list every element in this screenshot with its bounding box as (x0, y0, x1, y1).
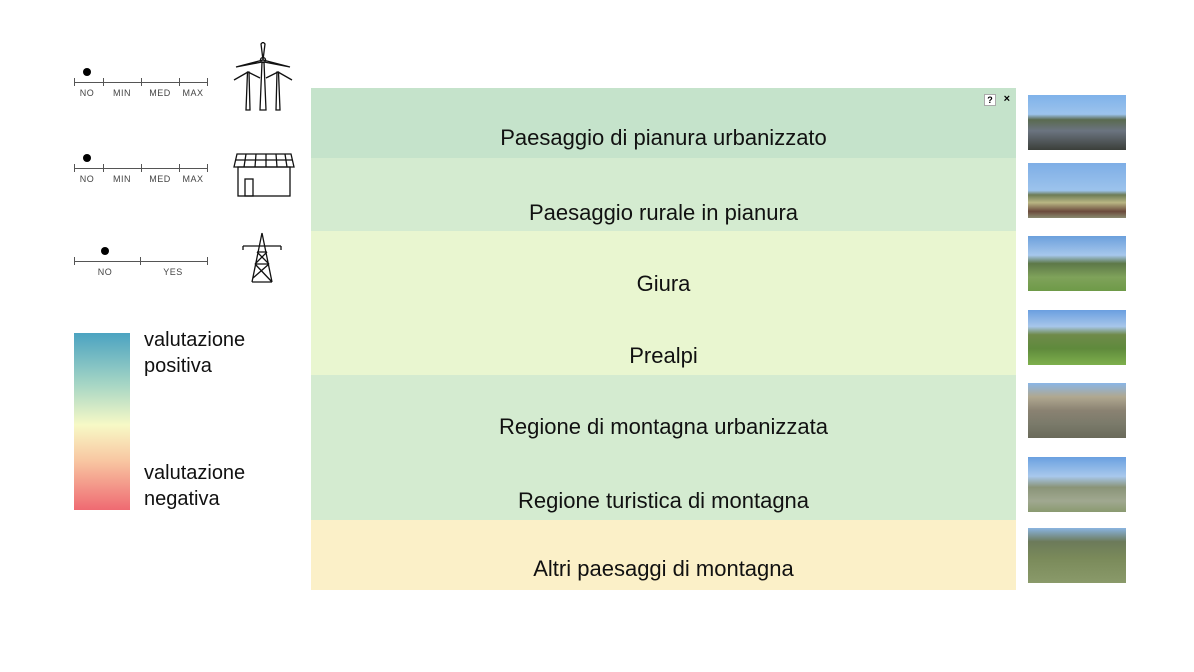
solar-slider[interactable]: NO MIN MED MAX (74, 154, 208, 184)
landscape-photo (1028, 310, 1126, 365)
tick (141, 164, 142, 172)
tick (74, 257, 75, 265)
tick (207, 164, 208, 172)
row-band (311, 231, 1016, 375)
color-scale-legend (74, 333, 130, 510)
tick (103, 164, 104, 172)
power-line-slider[interactable]: NO YES (74, 247, 208, 277)
wind-turbine-icon (233, 42, 293, 111)
landscape-photo (1028, 95, 1126, 150)
tick (141, 78, 142, 86)
landscape-row[interactable]: Paesaggio di pianura urbanizzato (500, 125, 827, 150)
row-band (311, 520, 1016, 590)
landscape-panel: Paesaggio di pianura urbanizzato Paesagg… (311, 88, 1016, 590)
slider-handle[interactable] (101, 247, 109, 255)
tick (103, 78, 104, 86)
row-band (311, 158, 1016, 231)
slider-label: MED (149, 88, 171, 98)
row-band (311, 88, 1016, 158)
landscape-photo (1028, 383, 1126, 438)
landscape-row[interactable]: Regione turistica di montagna (517, 488, 810, 513)
tick (207, 78, 208, 86)
legend-positive-label: valutazione positiva (144, 329, 246, 377)
slider-label: YES (163, 267, 183, 277)
slider-label: MED (149, 174, 171, 184)
slider-handle[interactable] (83, 154, 91, 162)
wind-slider[interactable]: NO MIN MED MAX (74, 68, 208, 98)
tick (207, 257, 208, 265)
slider-label: NO (79, 174, 95, 184)
tick (74, 78, 75, 86)
tick (179, 164, 180, 172)
solar-house-icon (233, 153, 295, 197)
power-pylon-icon (242, 232, 282, 283)
slider-track (74, 261, 208, 262)
row-band (311, 375, 1016, 520)
landscape-row[interactable]: Paesaggio rurale in pianura (528, 200, 799, 225)
tick (74, 164, 75, 172)
slider-label: NO (97, 267, 113, 277)
landscape-photo (1028, 457, 1126, 512)
legend-negative-label: valutazione negativa (144, 462, 246, 510)
close-button[interactable]: × (1003, 93, 1010, 105)
landscape-row[interactable]: Prealpi (629, 343, 698, 368)
slider-label: MIN (113, 88, 131, 98)
slider-handle[interactable] (83, 68, 91, 76)
landscape-row[interactable]: Regione di montagna urbanizzata (498, 414, 828, 439)
slider-label: MIN (113, 174, 131, 184)
landscape-row[interactable]: Altri paesaggi di montagna (533, 556, 794, 581)
tick (179, 78, 180, 86)
help-button[interactable]: ? (984, 94, 996, 106)
slider-label: NO (79, 88, 95, 98)
landscape-row[interactable]: Giura (636, 271, 691, 296)
slider-label: MAX (182, 174, 204, 184)
landscape-photo (1028, 236, 1126, 291)
landscape-photo (1028, 528, 1126, 583)
landscape-photo (1028, 163, 1126, 218)
slider-label: MAX (182, 88, 204, 98)
tick (140, 257, 141, 265)
